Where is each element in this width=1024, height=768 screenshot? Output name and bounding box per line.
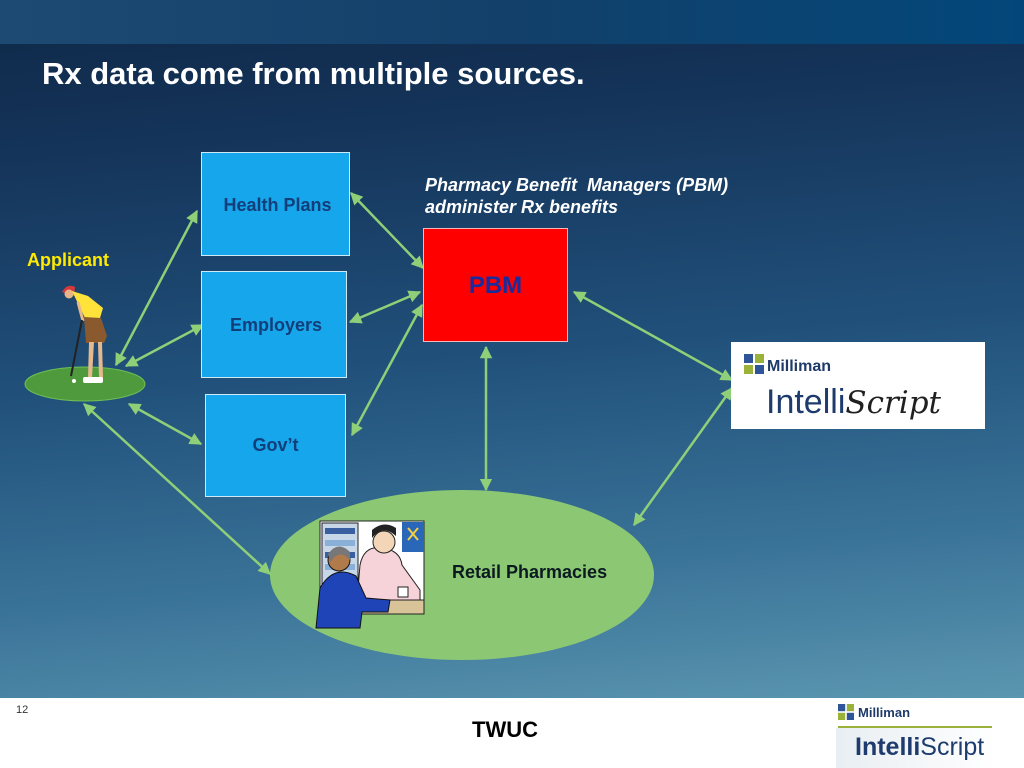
footer-intelli-text: Intelli (855, 733, 921, 761)
golfer-icon (62, 285, 107, 383)
applicant-green-pad (24, 366, 146, 402)
arrow-applicant-retail (83, 403, 271, 575)
footer-intelliscript-text: IntelliScript (855, 733, 984, 762)
pbm-label: PBM (468, 272, 523, 299)
diagram-canvas (24, 192, 734, 660)
arrow-employers-pbm (348, 290, 422, 324)
health-plans-label: Health Plans (223, 194, 332, 215)
milliman-intelliscript-logo: Milliman IntelliScript (731, 342, 985, 429)
pbm-description: Pharmacy Benefit Managers (PBM) administ… (425, 175, 729, 217)
health-plans-box: Health Plans (201, 152, 350, 256)
footer-text: TWUC (472, 717, 538, 742)
arrow-applicant-employers (124, 323, 205, 368)
govt-label: Gov’t (252, 435, 299, 455)
arrow-applicant-healthplans (114, 209, 199, 367)
govt-box: Gov’t (205, 394, 346, 497)
retail-pharmacies-label: Retail Pharmacies (452, 562, 608, 582)
page-number: 12 (16, 704, 29, 716)
footer-milliman-logo-icon (838, 704, 854, 720)
employers-box: Employers (201, 271, 347, 378)
footer-logo-divider (838, 726, 992, 728)
top-banner (0, 0, 1024, 44)
arrow-govt-pbm (350, 303, 424, 437)
applicant-label: Applicant (27, 250, 110, 270)
arrow-retail-intelliscript (632, 386, 734, 527)
employers-label: Employers (229, 315, 323, 335)
pbm-box: PBM (423, 228, 568, 342)
pharmacy-clipart-icon (315, 520, 425, 629)
arrow-pbm-intelliscript (572, 290, 734, 382)
milliman-logo-icon (744, 354, 764, 374)
arrow-healthplans-pbm (350, 192, 424, 269)
logo-script-text: Script (845, 385, 942, 421)
footer-milliman-text: Milliman (858, 705, 911, 720)
footer-logo-shade (836, 728, 996, 768)
footer-script-text: Script (920, 733, 985, 761)
slide-footer: 12 TWUC Milliman IntelliScript (0, 698, 1024, 768)
slide-title: Rx data come from multiple sources. (42, 56, 585, 91)
arrow-applicant-govt (127, 402, 203, 446)
logo-intelli-text: Intelli (766, 383, 846, 421)
logo-milliman-text: Milliman (767, 358, 832, 375)
logo-intelliscript-text: IntelliScript (766, 383, 941, 422)
